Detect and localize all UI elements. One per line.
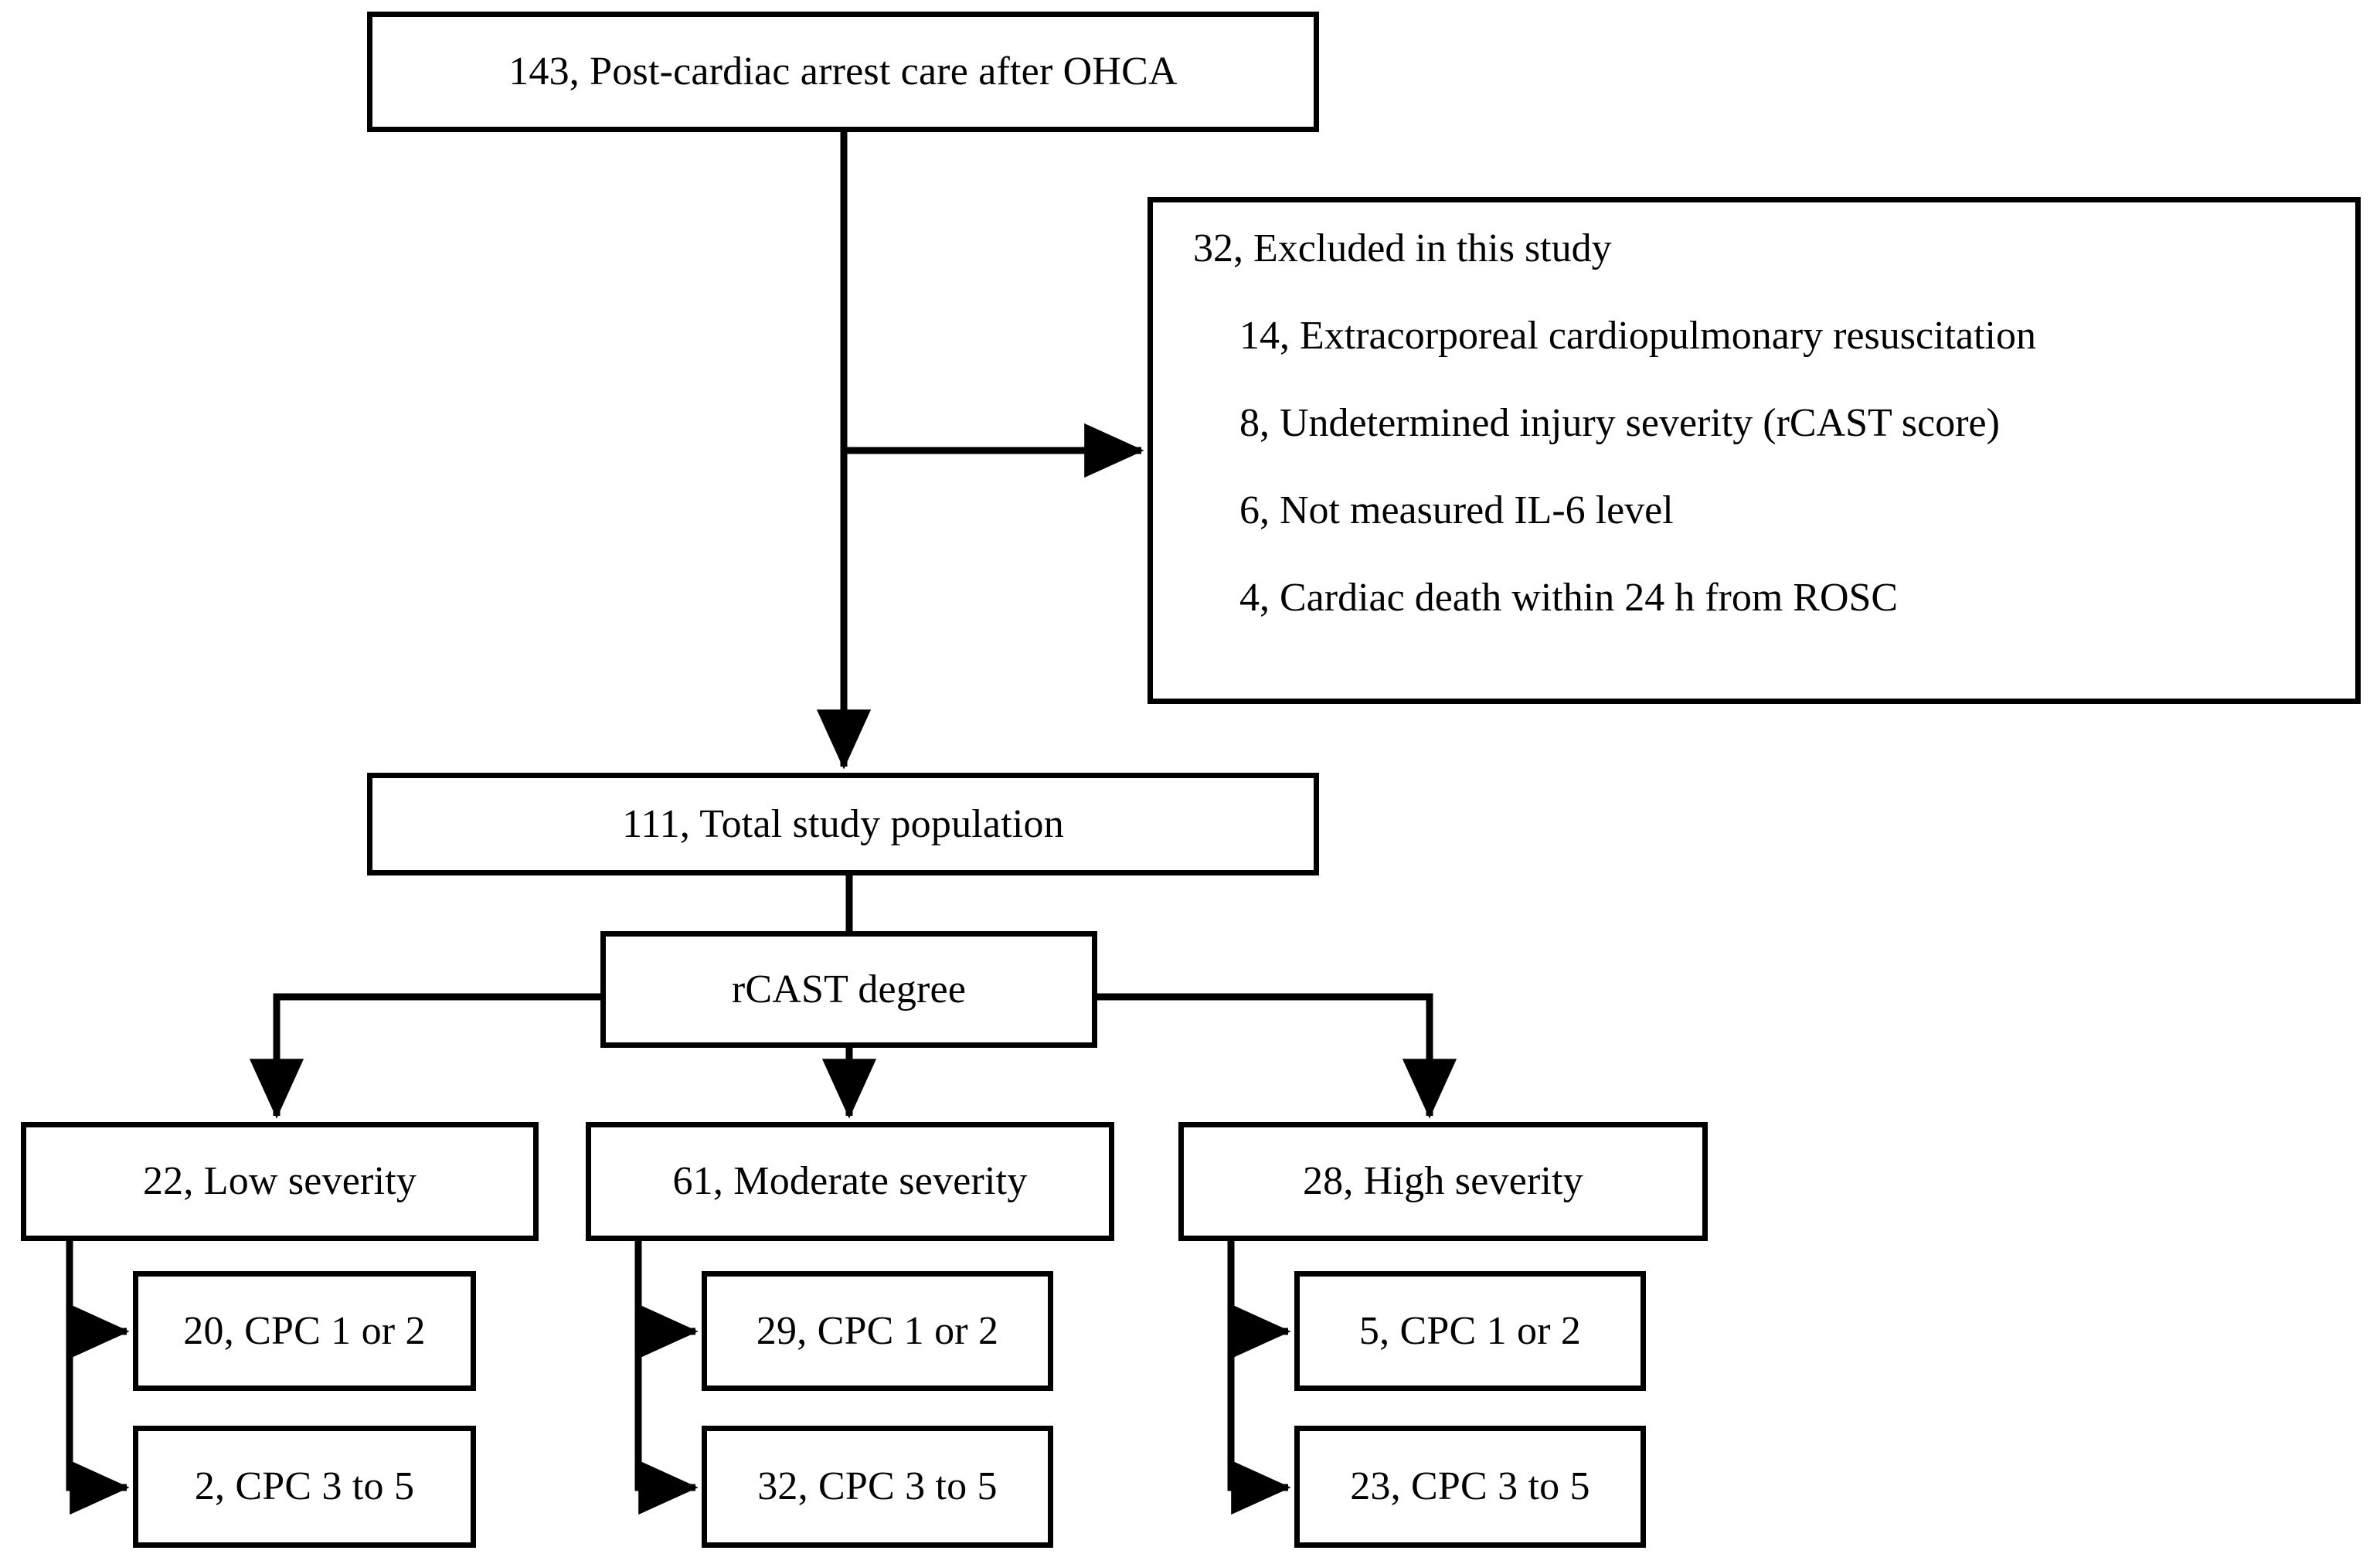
connector-rcast-to-low: [249, 993, 600, 1119]
excluded-reason-item: 14, Extracorporeal cardiopulmonary resus…: [1239, 314, 2036, 358]
node-high-outcome-cpc-1-2-label: 5, CPC 1 or 2: [1358, 1308, 1582, 1353]
connector-high-to-cpc2: [1227, 1241, 1291, 1515]
node-low-outcome-cpc-3-5: 2, CPC 3 to 5: [133, 1426, 476, 1548]
excluded-reason-item: 6, Not measured IL-6 level: [1239, 488, 1674, 532]
node-moderate-outcome-cpc-1-2: 29, CPC 1 or 2: [702, 1271, 1053, 1391]
node-rcast-label: rCAST degree: [731, 967, 967, 1012]
excluded-reason-list: 14, Extracorporeal cardiopulmonary resus…: [1187, 316, 2355, 618]
node-moderate-outcome-cpc-1-2-label: 29, CPC 1 or 2: [756, 1308, 999, 1353]
node-severity-high: 28, High severity: [1178, 1122, 1708, 1241]
excluded-reason-item: 8, Undetermined injury severity (rCAST s…: [1239, 401, 2000, 445]
connector-low-to-cpc1: [66, 1241, 130, 1359]
excluded-heading: 32, Excluded in this study: [1193, 226, 1612, 270]
node-severity-low-label: 22, Low severity: [142, 1159, 417, 1204]
connector-high-to-cpc1: [1227, 1241, 1291, 1359]
node-total-study-population: 111, Total study population: [367, 773, 1319, 876]
node-total-label: 111, Total study population: [622, 801, 1064, 846]
connector-low-to-cpc2: [66, 1241, 130, 1515]
node-rcast-degree: rCAST degree: [600, 931, 1097, 1048]
node-low-outcome-cpc-3-5-label: 2, CPC 3 to 5: [194, 1464, 415, 1509]
node-high-outcome-cpc-3-5-label: 23, CPC 3 to 5: [1350, 1464, 1590, 1509]
node-severity-high-label: 28, High severity: [1302, 1159, 1583, 1204]
connector-moderate-to-cpc1: [634, 1241, 699, 1359]
node-severity-moderate-label: 61, Moderate severity: [672, 1159, 1028, 1204]
node-enrolled-population: 143, Post-cardiac arrest care after OHCA: [367, 12, 1319, 132]
node-high-outcome-cpc-3-5: 23, CPC 3 to 5: [1294, 1426, 1646, 1548]
excluded-reason-item: 4, Cardiac death within 24 h from ROSC: [1239, 576, 1899, 620]
node-low-outcome-cpc-1-2-label: 20, CPC 1 or 2: [183, 1308, 426, 1353]
node-moderate-outcome-cpc-3-5: 32, CPC 3 to 5: [702, 1426, 1053, 1548]
node-severity-moderate: 61, Moderate severity: [586, 1122, 1114, 1241]
connector-rcast-to-high: [1097, 993, 1457, 1119]
node-moderate-outcome-cpc-3-5-label: 32, CPC 3 to 5: [757, 1464, 998, 1509]
node-severity-low: 22, Low severity: [21, 1122, 539, 1241]
node-enrolled-label: 143, Post-cardiac arrest care after OHCA: [508, 49, 1178, 94]
node-excluded-box: 32, Excluded in this study 14, Extracorp…: [1148, 197, 2361, 704]
node-high-outcome-cpc-1-2: 5, CPC 1 or 2: [1294, 1271, 1646, 1391]
node-low-outcome-cpc-1-2: 20, CPC 1 or 2: [133, 1271, 476, 1391]
connector-moderate-to-cpc2: [634, 1241, 699, 1515]
